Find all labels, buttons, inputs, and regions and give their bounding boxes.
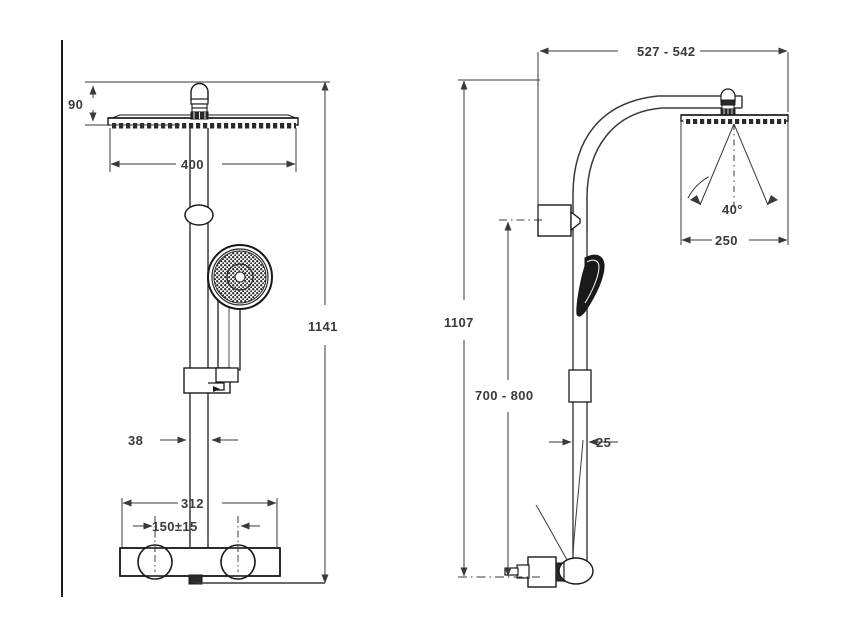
dimension-label-312: 312 [181, 496, 204, 511]
front-valve-centre-marks [154, 556, 239, 572]
dimension-label-1107: 1107 [444, 315, 474, 330]
dimension-label-25: 25 [596, 435, 611, 450]
dimension-label-250: 250 [715, 233, 738, 248]
side-wall-bracket [499, 204, 581, 237]
dimension-holder-height-700-800: 700 - 800 [475, 221, 534, 577]
front-hand-shower-holder [183, 367, 239, 394]
side-hand-shower [576, 254, 605, 317]
dimension-label-38: 38 [128, 433, 143, 448]
side-spray-cone: 40° [687, 123, 781, 217]
dimension-head-height-90: 90 [68, 81, 330, 126]
dimension-total-height-1107: 1107 [444, 79, 540, 578]
front-riser-rail [189, 128, 209, 540]
dimension-label-700-800: 700 - 800 [475, 388, 534, 403]
dimension-head-width-400: 400 [109, 128, 297, 172]
side-holder-collar [568, 369, 592, 403]
dimension-valve-width-312: 312 [121, 496, 278, 548]
side-curved-shower-arm [572, 95, 743, 232]
dimension-label-90: 90 [68, 97, 83, 112]
dimension-label-1141: 1141 [308, 319, 338, 334]
side-thermostatic-valve [504, 556, 594, 588]
dimension-total-height-1141: 1141 [308, 81, 338, 584]
dimension-label-150: 150±15 [152, 519, 198, 534]
side-view: 40° [444, 44, 789, 588]
front-view: 90 400 38 1141 312 [68, 81, 338, 585]
dimension-label-40deg: 40° [722, 202, 743, 217]
front-rail-upper-bracket [184, 204, 214, 226]
dimension-rail-depth-25: 25 [549, 435, 618, 450]
dimension-head-depth-250: 250 [680, 121, 789, 248]
dimension-inlet-centres-150: 150±15 [133, 516, 260, 556]
side-overhead-shower-head [680, 88, 789, 124]
front-head-swivel-fitting [190, 82, 209, 120]
dimension-rail-width-38: 38 [128, 433, 238, 448]
dimension-label-527-542: 527 - 542 [637, 44, 696, 59]
dimension-label-400: 400 [181, 157, 204, 172]
front-hand-shower [207, 244, 273, 371]
